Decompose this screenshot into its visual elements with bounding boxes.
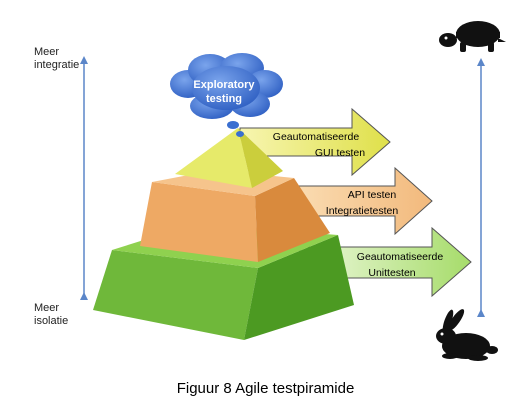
arrow-api-label-line-1: API testen bbox=[348, 189, 397, 201]
cloud-label-line-2: testing bbox=[206, 93, 242, 105]
exploratory-testing-cloud: Exploratory testing bbox=[170, 53, 283, 137]
arrow-gui-label-line-2: GUI testen bbox=[315, 147, 365, 159]
more-isolation-label: Meer isolatie bbox=[34, 302, 69, 327]
arrow-unit-label-line-2: Unittesten bbox=[368, 267, 415, 279]
turtle-icon bbox=[439, 21, 506, 52]
figure-caption: Figuur 8 Agile testpiramide bbox=[176, 380, 355, 397]
arrow-gui-label-line-1: Geautomatiseerde bbox=[273, 131, 360, 143]
rabbit-icon bbox=[436, 309, 498, 361]
arrow-unit-label-line-1: Geautomatiseerde bbox=[357, 251, 444, 263]
pyramid-level-middle bbox=[140, 170, 330, 262]
cloud-label-line-1: Exploratory bbox=[193, 79, 255, 91]
pyramid-level-top bbox=[175, 128, 283, 188]
more-integration-label: Meer integratie bbox=[34, 46, 80, 71]
arrow-api-label-line-2: Integratietesten bbox=[326, 205, 399, 217]
